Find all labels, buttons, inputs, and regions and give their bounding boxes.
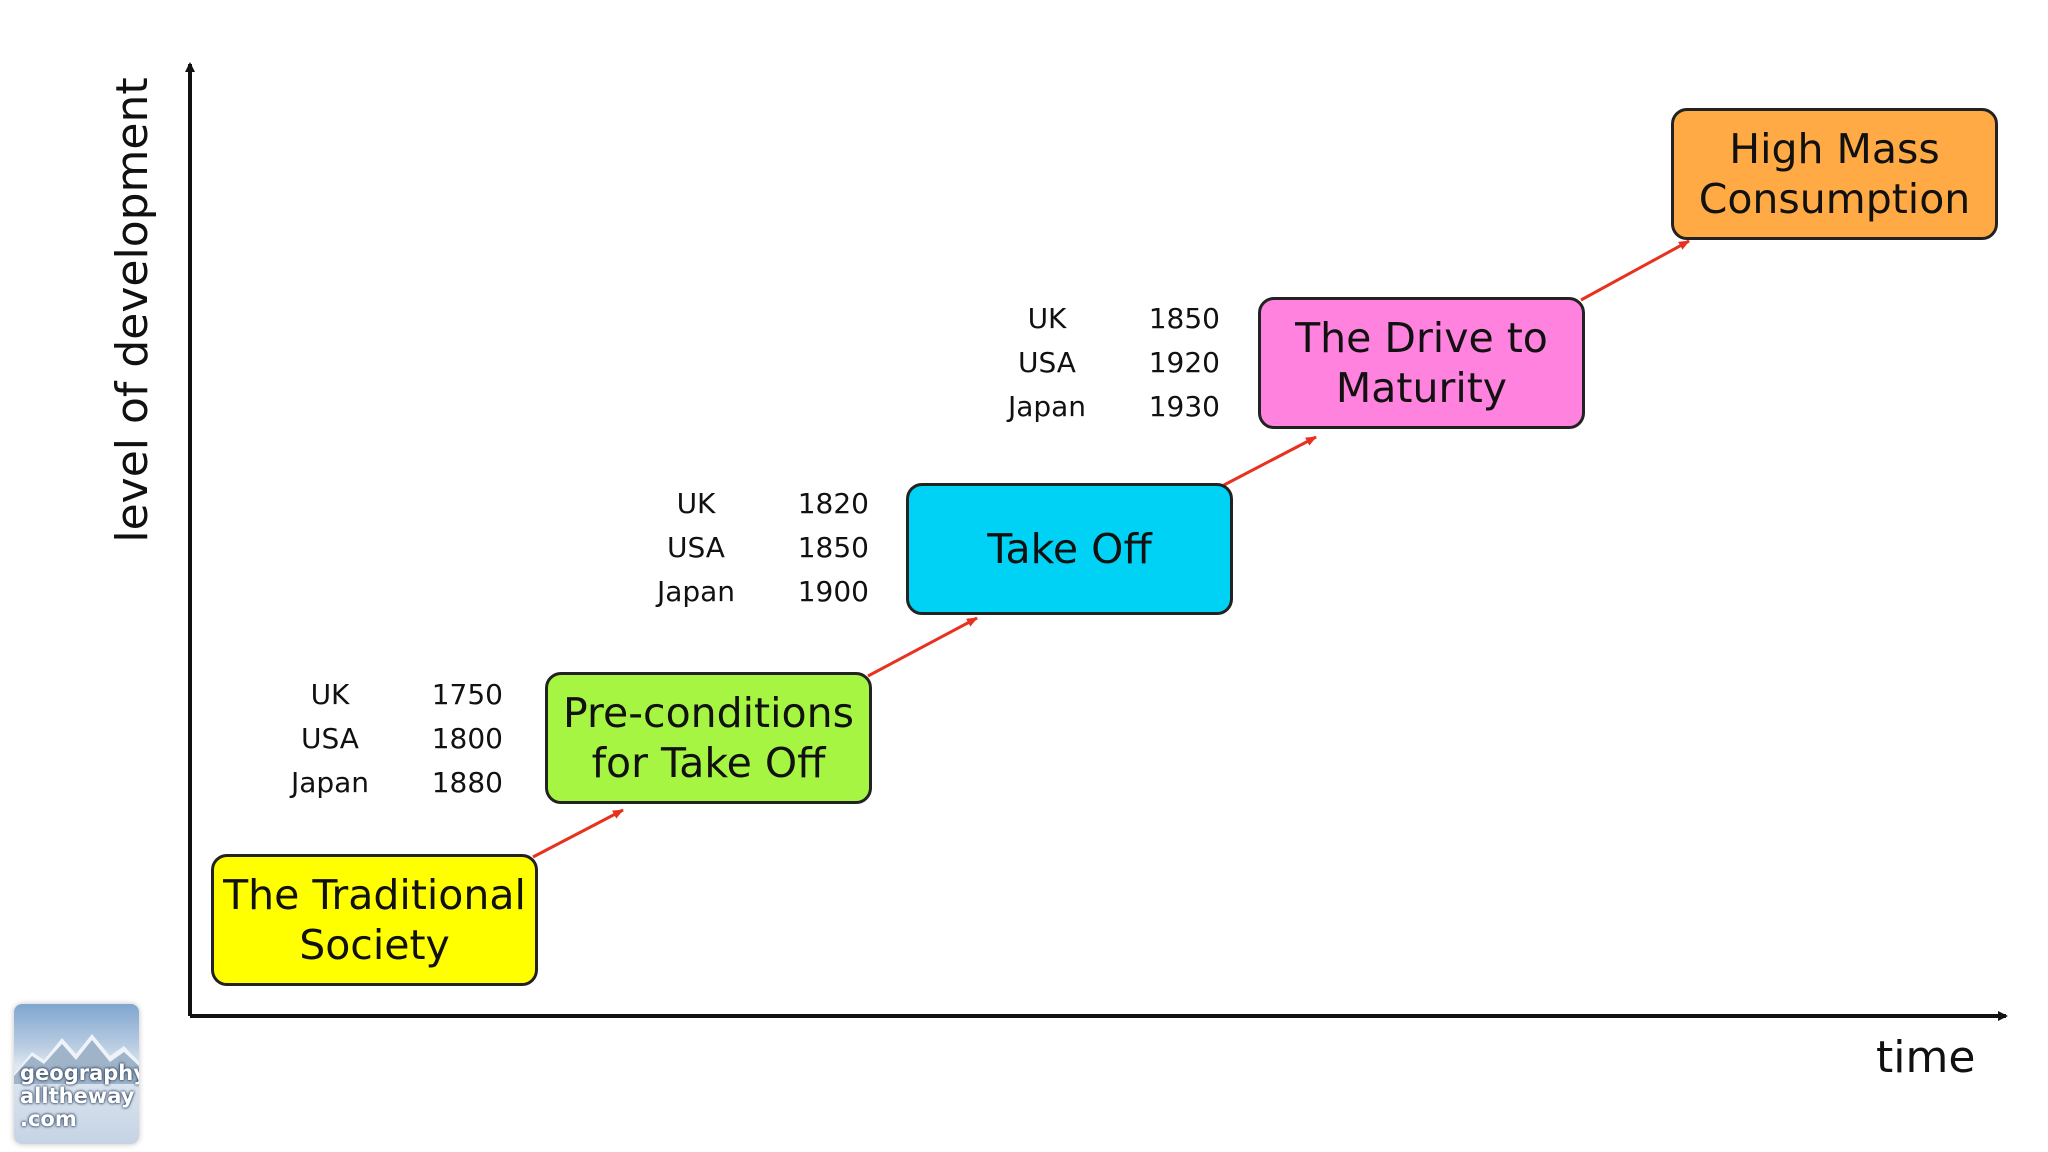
logo-text: geography alltheway .com: [20, 1061, 139, 1131]
stage-high-mass-consumption: High Mass Consumption: [1671, 108, 1998, 240]
country-label: USA: [301, 722, 359, 755]
dates-preconditions-table: UK 1750 USA 1800 Japan 1880: [275, 678, 515, 810]
year-label: 1930: [1148, 390, 1220, 423]
country-label: USA: [1018, 346, 1076, 379]
stage-drive-to-maturity: The Drive to Maturity: [1258, 297, 1585, 429]
country-label: USA: [667, 531, 725, 564]
year-label: 1920: [1148, 346, 1220, 379]
date-row-uk: UK 1750: [275, 678, 515, 722]
country-label: Japan: [1007, 390, 1087, 423]
mountain-icon: [14, 1034, 139, 1084]
stage-label: The Traditional Society: [223, 870, 526, 969]
connector-arrow-4: [1580, 239, 1690, 302]
stage-label: The Drive to Maturity: [1295, 313, 1548, 412]
date-row-uk: UK 1850: [992, 302, 1232, 346]
country-label: UK: [310, 678, 350, 711]
date-row-japan: Japan 1900: [641, 575, 881, 619]
year-label: 1850: [797, 531, 869, 564]
connector-arrow-2: [867, 616, 978, 678]
stage-preconditions-for-take-off: Pre-conditions for Take Off: [545, 672, 872, 804]
country-label: Japan: [290, 766, 370, 799]
dates-takeoff-table: UK 1820 USA 1850 Japan 1900: [641, 487, 881, 619]
date-row-usa: USA 1850: [641, 531, 881, 575]
date-row-japan: Japan 1880: [275, 766, 515, 810]
country-label: UK: [676, 487, 716, 520]
stage-traditional-society: The Traditional Society: [211, 854, 538, 986]
stage-label: Pre-conditions for Take Off: [563, 688, 854, 787]
stage-label: Take Off: [987, 524, 1152, 573]
country-label: UK: [1027, 302, 1067, 335]
year-label: 1750: [431, 678, 503, 711]
date-row-usa: USA 1920: [992, 346, 1232, 390]
stage-take-off: Take Off: [906, 483, 1233, 615]
year-label: 1880: [431, 766, 503, 799]
date-row-usa: USA 1800: [275, 722, 515, 766]
year-label: 1820: [797, 487, 869, 520]
year-label: 1800: [431, 722, 503, 755]
date-row-uk: UK 1820: [641, 487, 881, 531]
date-row-japan: Japan 1930: [992, 390, 1232, 434]
y-axis-label: level of development: [107, 77, 158, 543]
connector-arrow-1: [532, 808, 624, 859]
country-label: Japan: [656, 575, 736, 608]
stage-label: High Mass Consumption: [1698, 124, 1971, 223]
year-label: 1850: [1148, 302, 1220, 335]
site-logo: geography alltheway .com: [14, 1004, 139, 1144]
x-axis-label: time: [1876, 1032, 1976, 1083]
year-label: 1900: [797, 575, 869, 608]
connector-arrow-3: [1223, 435, 1317, 487]
dates-maturity-table: UK 1850 USA 1920 Japan 1930: [992, 302, 1232, 434]
